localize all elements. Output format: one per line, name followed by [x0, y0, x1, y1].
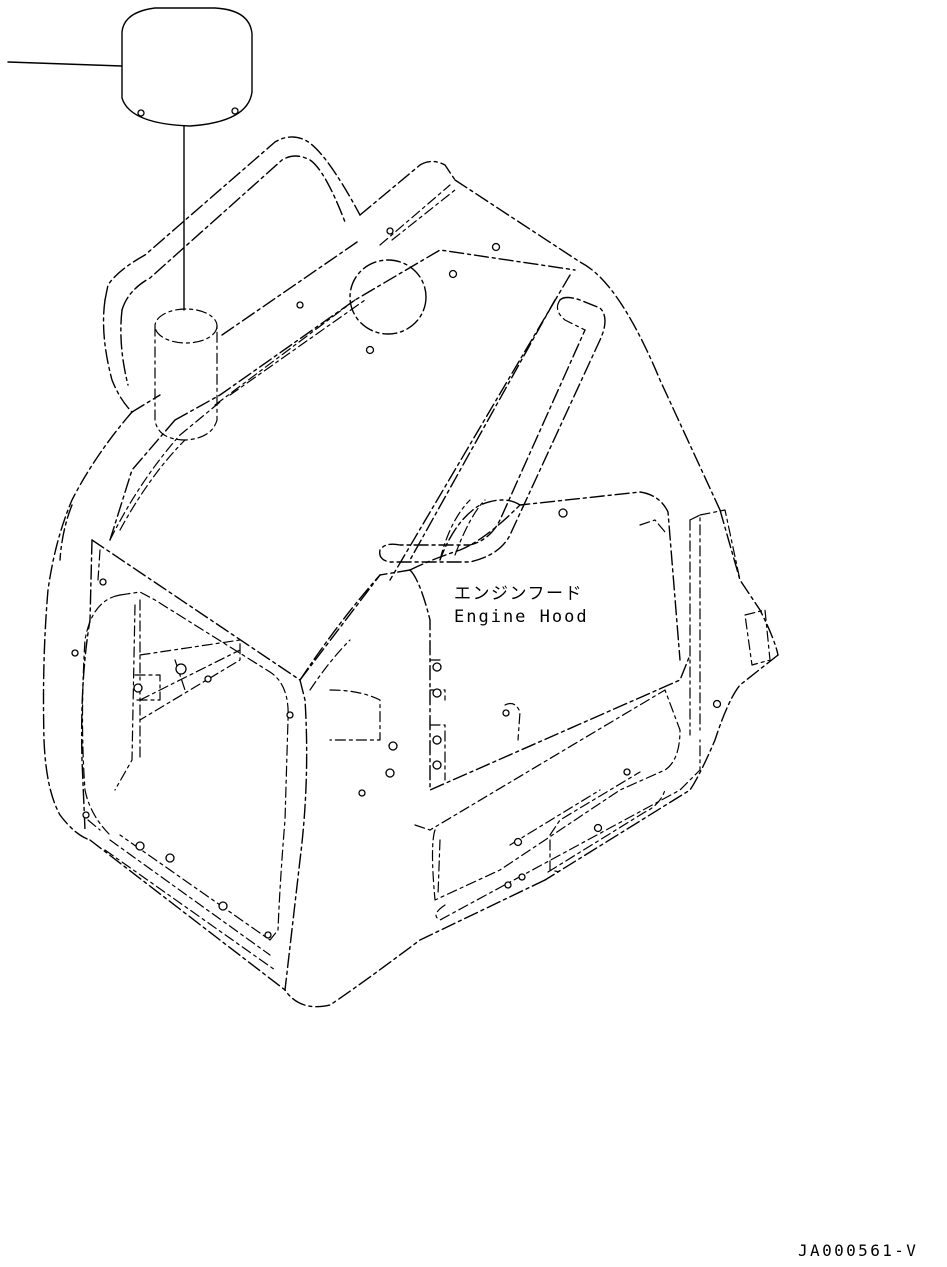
front-cutout — [329, 689, 381, 741]
hood-handle-frame — [102, 136, 361, 413]
part-label-japanese: エンジンフード — [454, 584, 583, 604]
drawing-code: JA000561-V — [798, 1241, 918, 1260]
cap-part — [121, 7, 253, 127]
callout-leader-line — [7, 61, 123, 67]
inspection-cover — [349, 259, 427, 335]
grab-rail — [379, 274, 606, 581]
filler-neck — [154, 308, 218, 441]
engine-hood-body — [42, 160, 779, 1008]
bolt-holes — [71, 227, 722, 939]
hood-side-panel — [409, 491, 771, 921]
part-label-english: Engine Hood — [454, 607, 589, 627]
